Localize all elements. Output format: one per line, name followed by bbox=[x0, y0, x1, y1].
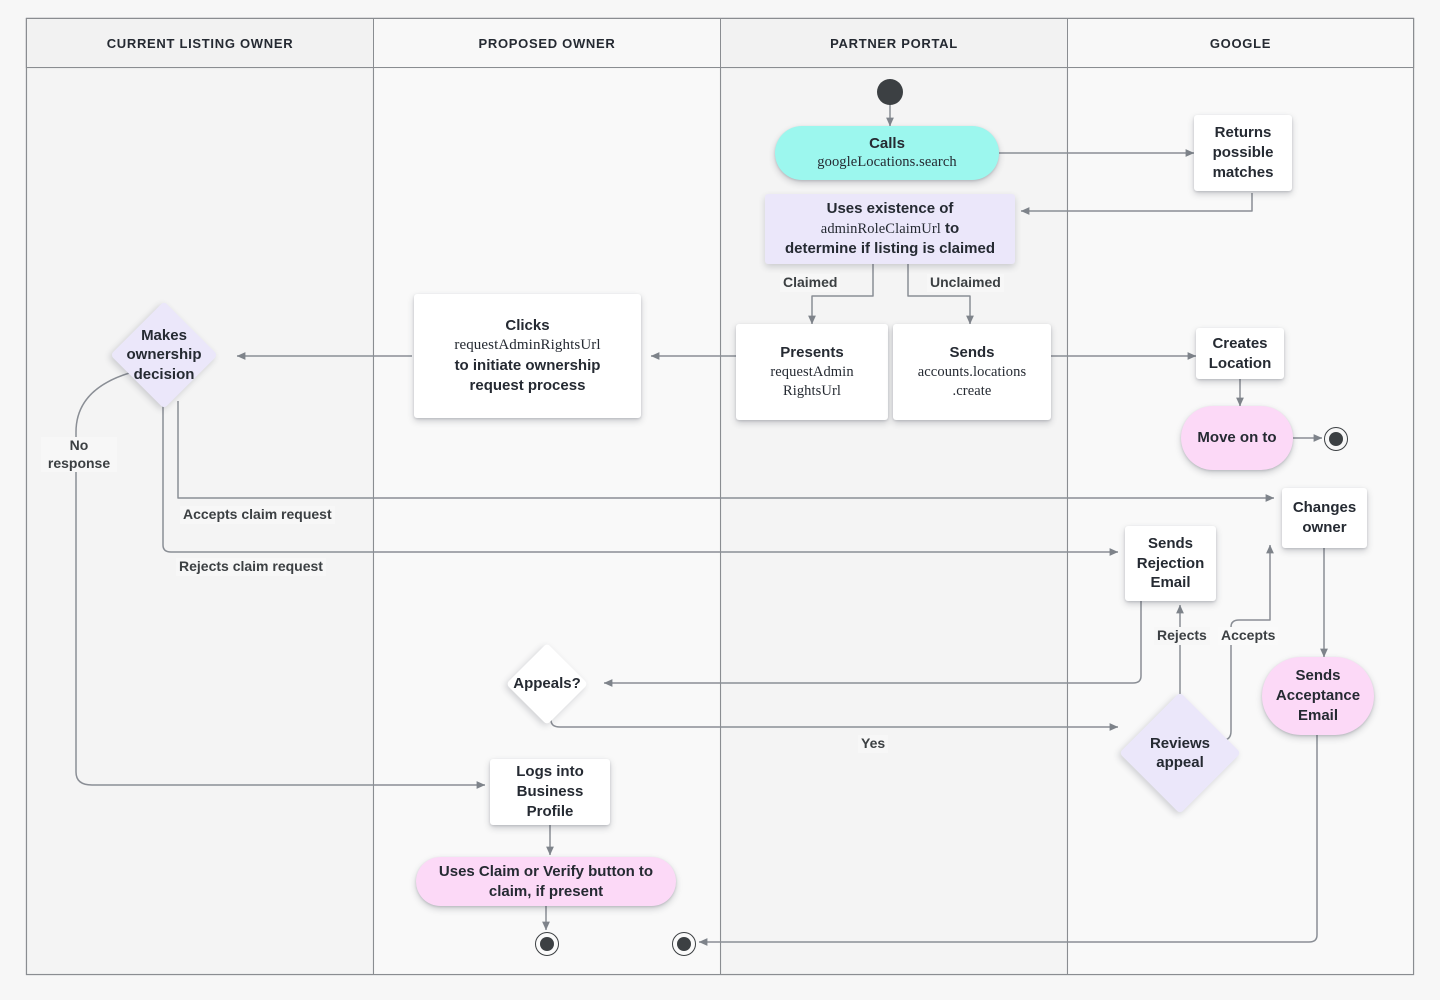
edge-label-yes: Yes bbox=[858, 735, 889, 753]
node-label: Changes owner bbox=[1292, 499, 1357, 536]
logs-into-business-profile[interactable]: Logs into Business Profile bbox=[490, 759, 610, 825]
edge-label-unclaimed: Unclaimed bbox=[927, 274, 1004, 292]
sends-acceptance-email[interactable]: Sends Acceptance Email bbox=[1262, 657, 1374, 735]
lane-header-current-listing-owner: CURRENT LISTING OWNER bbox=[27, 19, 373, 67]
edge-label-rejects: Rejects bbox=[1154, 627, 1210, 645]
end-node-google bbox=[1324, 427, 1348, 451]
node-line-2: accounts.locations bbox=[917, 363, 1027, 380]
node-label: Returns possible matches bbox=[1212, 124, 1274, 181]
end-node-partner-portal bbox=[672, 932, 696, 956]
lane-header-label: PARTNER PORTAL bbox=[830, 35, 958, 51]
node-label: Sends Acceptance Email bbox=[1275, 667, 1361, 724]
node-line-3: determine if listing is claimed bbox=[784, 240, 996, 258]
node-line-1: Calls bbox=[869, 134, 905, 152]
edge-rejection-email-to-appeals bbox=[603, 601, 1142, 687]
node-line-1: Sends bbox=[949, 343, 995, 361]
edge-label-claimed: Claimed bbox=[780, 274, 841, 292]
end-node-core bbox=[677, 937, 691, 951]
node-code-token: adminRoleClaimUrl bbox=[820, 220, 941, 237]
edge-accepts-claim-to-changes-owner bbox=[177, 401, 1275, 502]
lane-header-proposed-owner: PROPOSED OWNER bbox=[374, 19, 720, 67]
node-line-2: adminRoleClaimUrl to bbox=[785, 219, 995, 239]
node-line-2: requestAdminRightsUrl bbox=[454, 337, 601, 354]
lane-header-partner-portal: PARTNER PORTAL bbox=[721, 19, 1067, 67]
node-label: Reviews appeal bbox=[1149, 734, 1211, 772]
move-on-to[interactable]: Move on to bbox=[1181, 406, 1293, 470]
uses-existence-of-admin-role-claim-url[interactable]: Uses existence of adminRoleClaimUrl to d… bbox=[765, 194, 1015, 264]
edge-returns-to-uses bbox=[1020, 193, 1253, 215]
returns-possible-matches[interactable]: Returns possible matches bbox=[1194, 115, 1292, 191]
edge-label-rejects-claim-request: Rejects claim request bbox=[176, 558, 326, 576]
calls-google-locations-search[interactable]: Calls googleLocations.search bbox=[775, 126, 999, 180]
edge-rejects-claim-to-rejection-email bbox=[162, 392, 1119, 556]
creates-location[interactable]: Creates Location bbox=[1196, 328, 1284, 379]
edge-label-accepts: Accepts bbox=[1218, 627, 1279, 645]
node-line-2: requestAdmin bbox=[770, 363, 854, 380]
node-line-2-suffix: to bbox=[940, 219, 960, 237]
lane-header-label: CURRENT LISTING OWNER bbox=[106, 35, 294, 51]
end-node-core bbox=[540, 937, 554, 951]
appeals-decision[interactable]: Appeals? bbox=[505, 642, 589, 726]
end-node-proposed-owner bbox=[535, 932, 559, 956]
sends-rejection-email[interactable]: Sends Rejection Email bbox=[1125, 526, 1216, 601]
changes-owner[interactable]: Changes owner bbox=[1282, 488, 1367, 548]
edge-label-accepts-claim-request: Accepts claim request bbox=[180, 506, 335, 524]
node-label: Move on to bbox=[1197, 429, 1277, 447]
end-node-core bbox=[1329, 432, 1343, 446]
lane-header-label: GOOGLE bbox=[1209, 35, 1272, 51]
edge-no-response-to-logs-in bbox=[75, 367, 486, 789]
lane-header-google: GOOGLE bbox=[1068, 19, 1413, 67]
presents-request-admin-rights-url[interactable]: Presents requestAdmin RightsUrl bbox=[736, 324, 888, 420]
reviews-appeal[interactable]: Reviews appeal bbox=[1119, 692, 1241, 814]
node-line-1: Uses existence of bbox=[826, 200, 954, 218]
clicks-request-admin-rights-url[interactable]: Clicks requestAdminRightsUrl to initiate… bbox=[414, 294, 641, 418]
node-line-1: Presents bbox=[780, 343, 844, 361]
edge-label-no-response: No response bbox=[41, 437, 117, 472]
edge-uses-to-sends-create bbox=[907, 264, 974, 325]
node-line-1: Clicks bbox=[505, 317, 550, 335]
node-label: Makes ownership decision bbox=[126, 326, 202, 383]
lane-header-label: PROPOSED OWNER bbox=[478, 35, 616, 51]
start-node bbox=[877, 79, 903, 105]
node-line-1: Uses Claim or Verify button to bbox=[438, 862, 654, 880]
edge-acceptance-email-to-end-partner bbox=[698, 733, 1318, 946]
node-line-4: request process bbox=[469, 376, 586, 394]
node-label: Appeals? bbox=[513, 675, 581, 693]
node-label: Logs into Business Profile bbox=[516, 763, 584, 820]
makes-ownership-decision[interactable]: Makes ownership decision bbox=[110, 301, 218, 409]
node-label: Sends Rejection Email bbox=[1136, 534, 1205, 592]
node-line-3: RightsUrl bbox=[782, 382, 842, 399]
node-line-2: claim, if present bbox=[488, 882, 604, 900]
node-line-2: googleLocations.search bbox=[817, 154, 957, 171]
uses-claim-or-verify-button[interactable]: Uses Claim or Verify button to claim, if… bbox=[416, 857, 676, 906]
node-label: Creates Location bbox=[1208, 334, 1272, 372]
node-line-3: to initiate ownership bbox=[454, 357, 601, 374]
sends-accounts-locations-create[interactable]: Sends accounts.locations .create bbox=[893, 324, 1051, 420]
edge-uses-to-presents bbox=[808, 264, 874, 325]
node-line-3: .create bbox=[952, 382, 992, 399]
